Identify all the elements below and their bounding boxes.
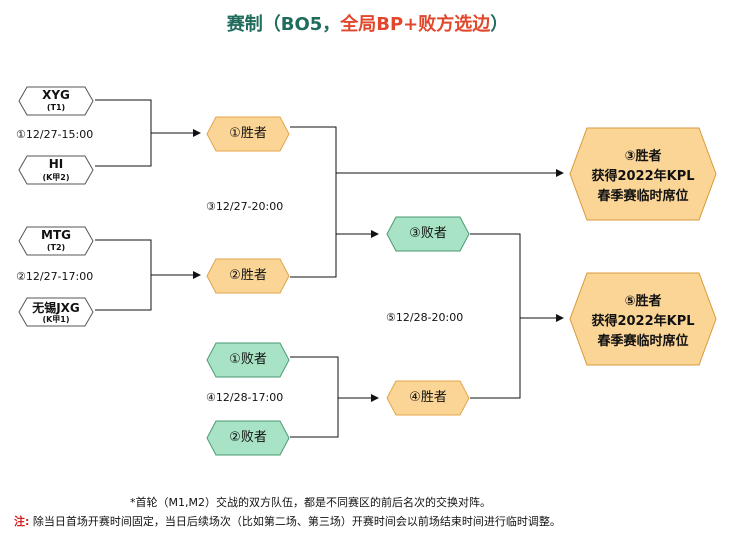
- match-time-1: ①12/27-15:00: [16, 128, 94, 141]
- title-end: ）: [490, 14, 509, 35]
- node-winner-2: ②胜者: [206, 258, 290, 294]
- node-label: ①败者: [229, 352, 267, 367]
- node-label: ④胜者: [409, 390, 447, 405]
- team-name: MTG: [41, 228, 71, 242]
- node-label: ③败者: [409, 226, 447, 241]
- footnote-first-round: *首轮（M1,M2）交战的双方队伍，都是不同赛区的前后名次的交换对阵。: [130, 496, 491, 509]
- connector-m4: [290, 356, 378, 438]
- footnote-schedule: 注: 除当日首场开赛时间固定，当日后续场次（比如第二场、第三场）开赛时间会以前场…: [14, 513, 561, 529]
- connector-m2: [95, 239, 200, 311]
- match-time-5: ⑤12/28-20:00: [386, 311, 464, 324]
- match-time-3: ③12/27-20:00: [206, 200, 284, 213]
- team-mtg: MTG (T2): [18, 226, 94, 256]
- team-name: 无锡JXG: [32, 301, 80, 315]
- final-line-3: 春季赛临时席位: [597, 189, 689, 204]
- final-hex-shape: [569, 272, 717, 366]
- team-hex-shape: [18, 297, 94, 327]
- node-loser-2: ②败者: [206, 420, 290, 456]
- node-winner-4: ④胜者: [386, 380, 470, 416]
- node-loser-3: ③败者: [386, 216, 470, 252]
- node-hex-shape: [206, 342, 290, 378]
- final-slot-2: ⑤胜者 获得2022年KPL 春季赛临时席位: [569, 272, 717, 366]
- title-highlight: 全局BP+败方选边: [340, 14, 491, 35]
- node-label: ②败者: [229, 430, 267, 445]
- match-time-2: ②12/27-17:00: [16, 270, 94, 283]
- footnote-text: 除当日首场开赛时间固定，当日后续场次（比如第二场、第三场）开赛时间会以前场结束时…: [29, 515, 561, 528]
- team-seed: (K甲1): [42, 315, 70, 324]
- team-hi: HI (K甲2): [18, 155, 94, 185]
- team-xyg: XYG (T1): [18, 86, 94, 116]
- team-name: XYG: [42, 88, 70, 102]
- final-line-1: ③胜者: [624, 149, 662, 164]
- team-hex-shape: [18, 86, 94, 116]
- final-line-1: ⑤胜者: [624, 294, 662, 309]
- team-seed: (T1): [46, 103, 66, 112]
- page-title: 赛制（BO5，全局BP+败方选边）: [0, 10, 735, 36]
- connector-m5: [470, 233, 563, 399]
- node-hex-shape: [386, 216, 470, 252]
- final-line-2: 获得2022年KPL: [591, 314, 695, 329]
- team-name: HI: [48, 157, 64, 171]
- node-label: ②胜者: [229, 268, 267, 283]
- node-hex-shape: [206, 420, 290, 456]
- node-hex-shape: [206, 258, 290, 294]
- final-line-2: 获得2022年KPL: [591, 169, 695, 184]
- title-main: 赛制（BO5，: [226, 14, 341, 35]
- node-hex-shape: [386, 380, 470, 416]
- team-hex-shape: [18, 155, 94, 185]
- node-label: ①胜者: [229, 126, 267, 141]
- footnote-label: 注:: [14, 515, 30, 528]
- node-hex-shape: [206, 116, 290, 152]
- connector-m3-winner: [290, 126, 563, 278]
- match-time-4: ④12/28-17:00: [206, 391, 284, 404]
- team-seed: (K甲2): [42, 173, 70, 182]
- team-hex-shape: [18, 226, 94, 256]
- final-line-3: 春季赛临时席位: [597, 334, 689, 349]
- connector-m1: [95, 99, 200, 167]
- final-slot-1: ③胜者 获得2022年KPL 春季赛临时席位: [569, 127, 717, 221]
- team-wuxi-jxg: 无锡JXG (K甲1): [18, 297, 94, 327]
- final-hex-shape: [569, 127, 717, 221]
- team-seed: (T2): [46, 243, 66, 252]
- node-loser-1: ①败者: [206, 342, 290, 378]
- node-winner-1: ①胜者: [206, 116, 290, 152]
